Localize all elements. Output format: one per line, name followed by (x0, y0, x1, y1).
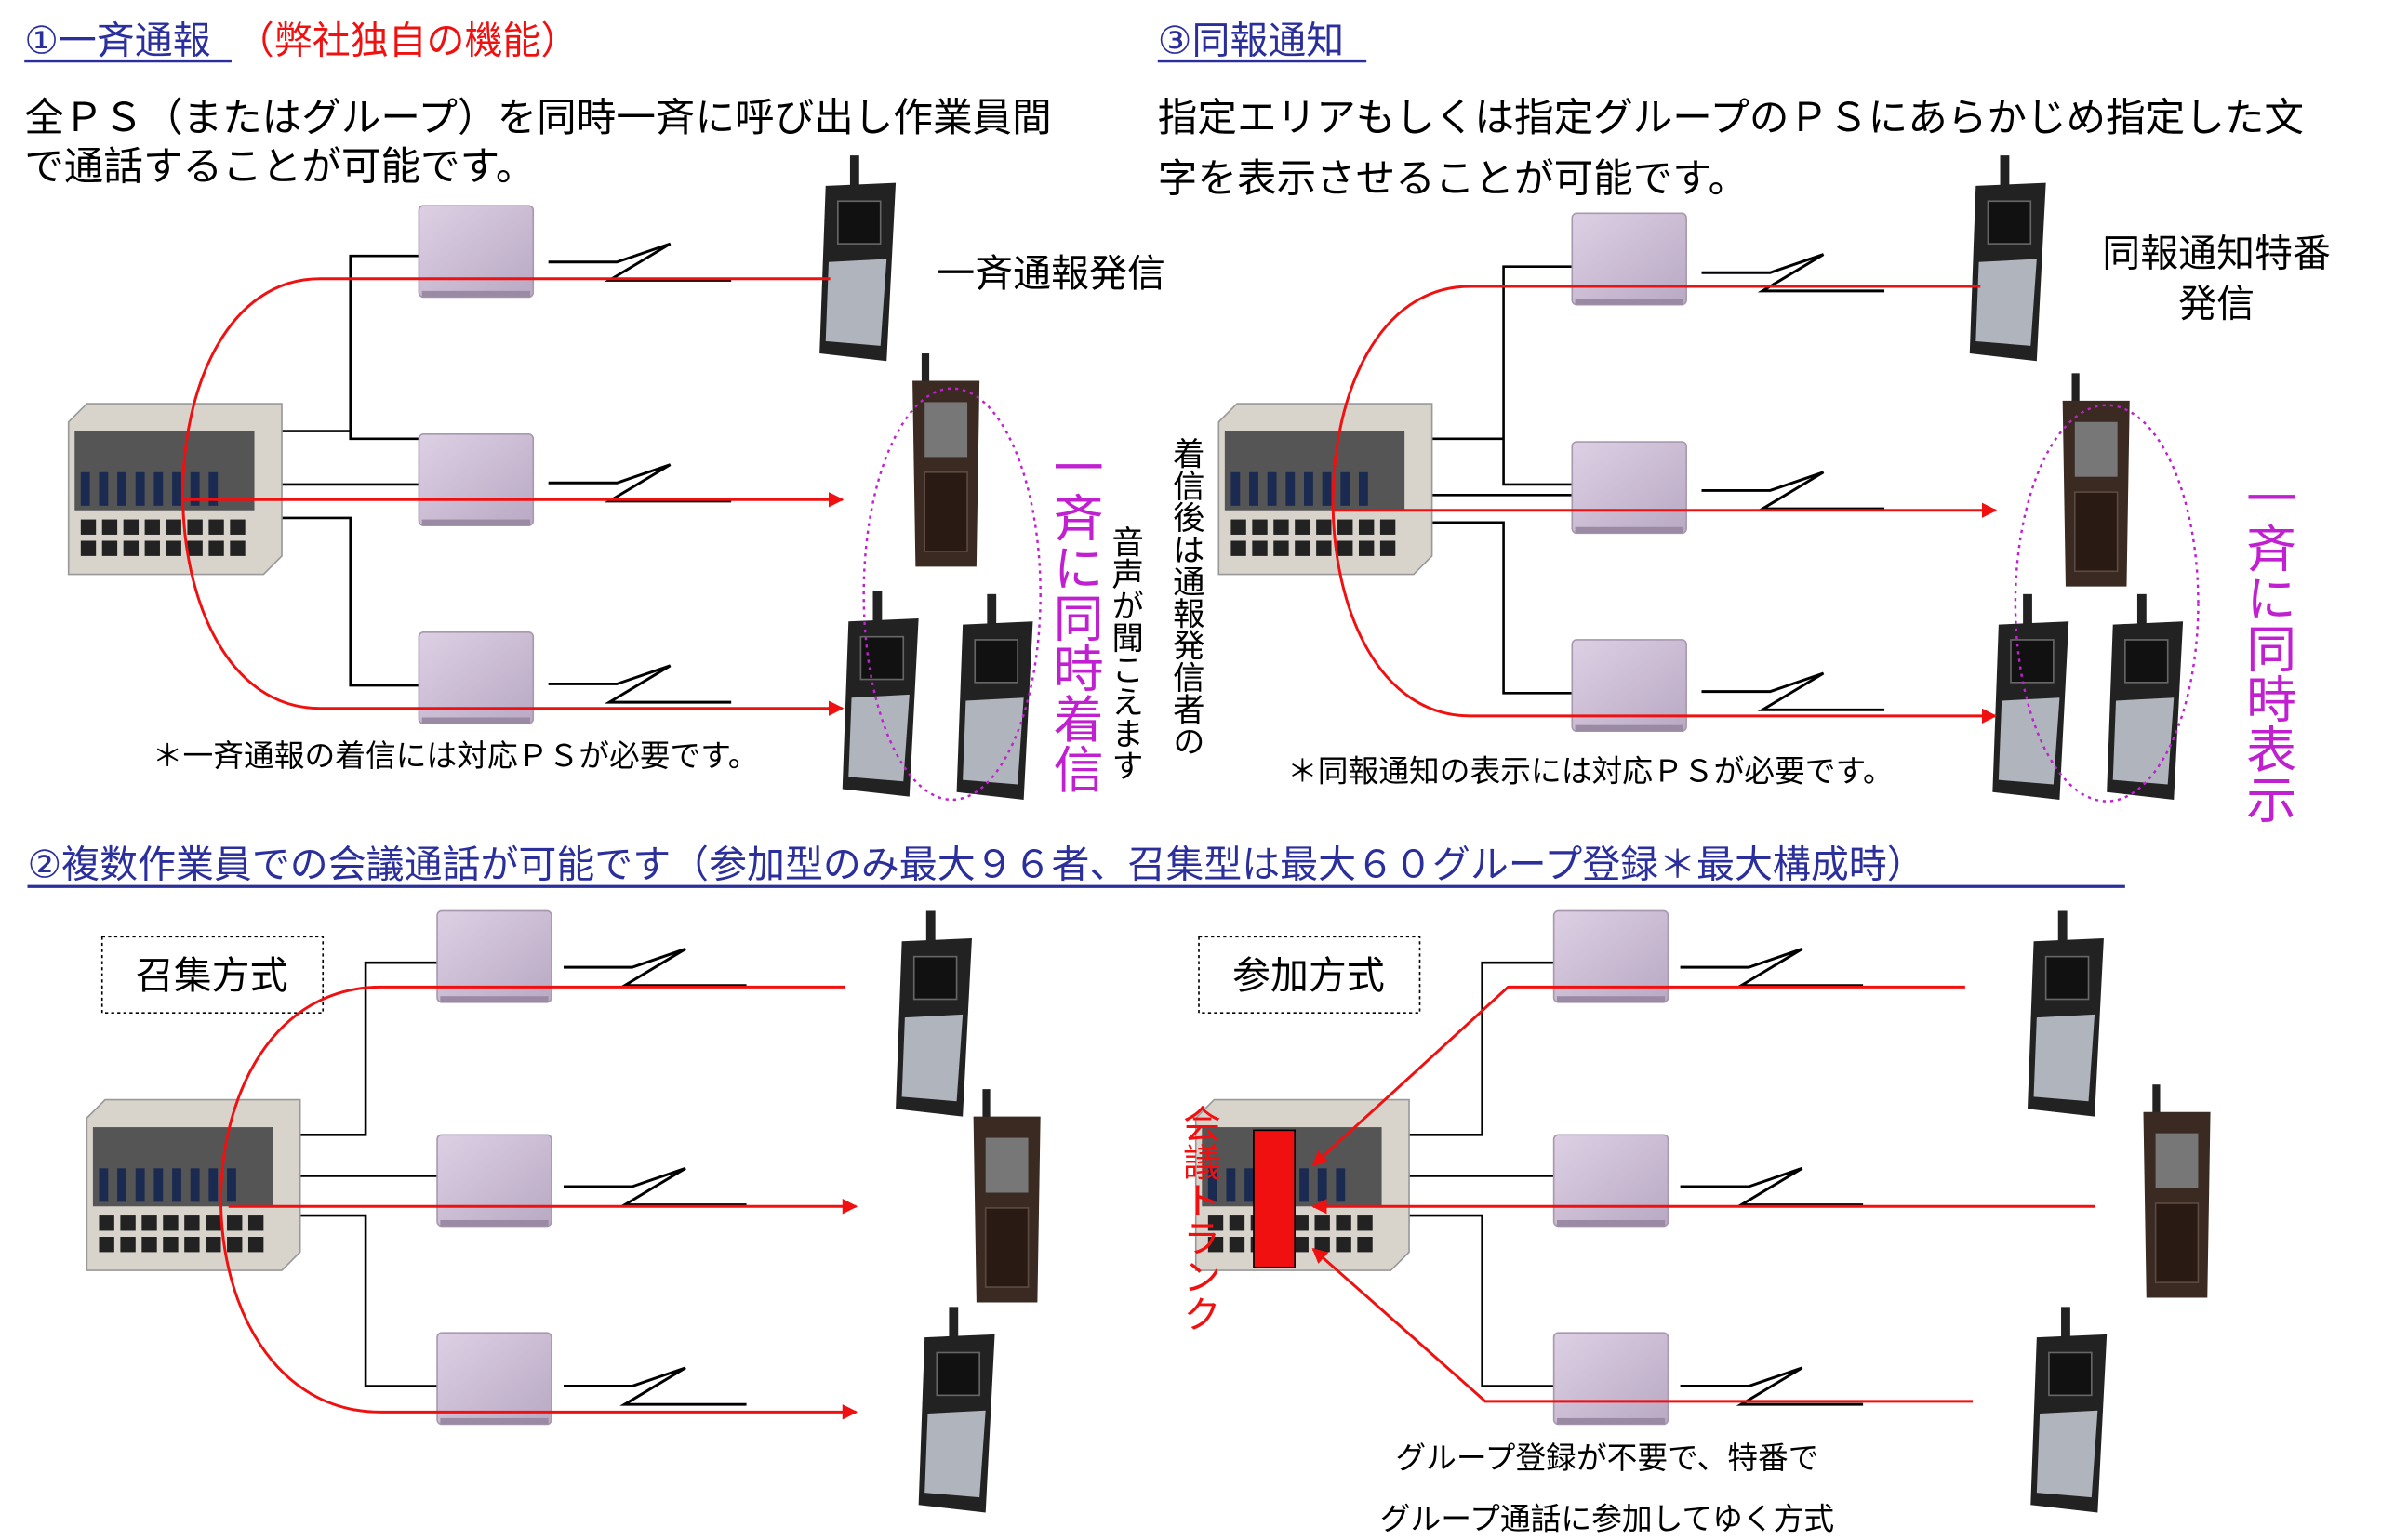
base-station (418, 433, 535, 526)
phone-white (917, 1306, 996, 1514)
base-station (1552, 909, 1669, 1003)
phone-white (2029, 1306, 2108, 1514)
section1-heading: ①一斉通報 (24, 18, 210, 62)
voice-label: 音声が聞こえます (1106, 525, 1144, 781)
section1-desc-line1: 全ＰＳ（またはグループ）を同時一斉に呼び出し作業員間 (24, 95, 1051, 141)
phone-white (2106, 593, 2184, 801)
base-station (1571, 639, 1687, 733)
receive-label: 一斉に同時着信 (1044, 442, 1103, 793)
phone-white (1991, 593, 2070, 801)
broadcast-arrow (181, 277, 845, 716)
phone-dark (2061, 372, 2131, 588)
notify-arrow (1331, 285, 1998, 724)
phone-white (895, 909, 973, 1118)
method-call-label: 召集方式 (136, 953, 288, 998)
phone-white (955, 593, 1034, 801)
phone-white (2027, 909, 2105, 1118)
radio-link-icon (1679, 947, 1865, 988)
radio-link-icon (562, 947, 749, 988)
section-2: ②複数作業員での会議通話が可能です（参加型のみ最大９６者、召集型は最大６０グルー… (27, 842, 2212, 1536)
phone-white (1968, 154, 2047, 363)
section3-note: ＊同報通知の表示には対応ＰＳが必要です。 (1287, 753, 1894, 789)
section1-note: ＊一斉通報の着信には対応ＰＳが必要です。 (153, 738, 759, 774)
section1-desc-line2: で通話することが可能です。 (24, 143, 535, 190)
base-station (1571, 212, 1687, 306)
base-station (436, 1332, 552, 1426)
base-station (436, 909, 552, 1003)
phone-white (818, 154, 897, 363)
section-1: ①一斉通報 （弊社独自の機能） 全ＰＳ（またはグループ）を同時一斉に呼び出し作業… (24, 18, 1204, 802)
section3-heading: ③同報通知 (1158, 18, 1344, 62)
send-label-line2: 発信 (2178, 282, 2255, 326)
section2-heading: ②複数作業員での会議通話が可能です（参加型のみ最大９６者、召集型は最大６０グルー… (27, 842, 1924, 886)
display-label: 一斉に同時表示 (2238, 472, 2296, 824)
section-3: ③同報通知 指定エリアもしくは指定グループのＰＳにあらかじめ指定した文 字を表示… (1158, 18, 2331, 824)
conference-trunk (1253, 1129, 1297, 1268)
section3-desc-line2: 字を表示させることが可能です。 (1158, 155, 1748, 202)
call-arrow (219, 985, 858, 1420)
send-label-line1: 同報通知特番 (2102, 232, 2331, 276)
section1-heading-note: （弊社独自の機能） (236, 18, 579, 62)
group-ellipse (2014, 404, 2200, 803)
radio-link-icon (547, 664, 733, 704)
radio-link-icon (547, 242, 733, 282)
phone-white (841, 590, 920, 798)
join-desc-line1: グループ登録が不要で、特番で (1395, 1440, 1818, 1476)
join-arrow (1311, 1248, 1974, 1403)
pbx-unit (67, 403, 283, 576)
join-desc-line2: グループ通話に参加してゆく方式 (1380, 1501, 1834, 1536)
radio-link-icon (547, 463, 733, 503)
method-call-box (100, 936, 325, 1015)
phone-dark (911, 352, 980, 568)
base-station (436, 1134, 552, 1228)
pbx-unit (1194, 1098, 1410, 1271)
radio-link-icon (562, 1366, 749, 1406)
method-join-label: 参加方式 (1232, 953, 1385, 998)
join-arrow (1311, 985, 1965, 1167)
section3-desc-line1: 指定エリアもしくは指定グループのＰＳにあらかじめ指定した文 (1158, 95, 2304, 141)
phone-dark (2142, 1083, 2212, 1299)
radio-link-icon (1700, 671, 1886, 711)
after-label: 着信後は通報発信者の (1166, 437, 1204, 757)
phone-dark (972, 1088, 1042, 1304)
radio-link-icon (562, 1166, 749, 1207)
base-station (1571, 441, 1687, 535)
trunk-label: 会議トランク (1177, 1105, 1221, 1334)
radio-link-icon (1679, 1166, 1865, 1207)
base-station (1552, 1134, 1669, 1228)
base-station (1552, 1332, 1669, 1426)
pbx-unit (86, 1098, 301, 1271)
pbx-unit (1217, 403, 1433, 576)
base-station (418, 631, 535, 724)
group-ellipse (862, 387, 1042, 802)
base-station (418, 205, 535, 299)
radio-link-icon (1700, 471, 1886, 511)
send-label: 一斉通報発信 (937, 251, 1165, 296)
method-join-box (1198, 936, 1421, 1015)
radio-link-icon (1679, 1366, 1865, 1406)
